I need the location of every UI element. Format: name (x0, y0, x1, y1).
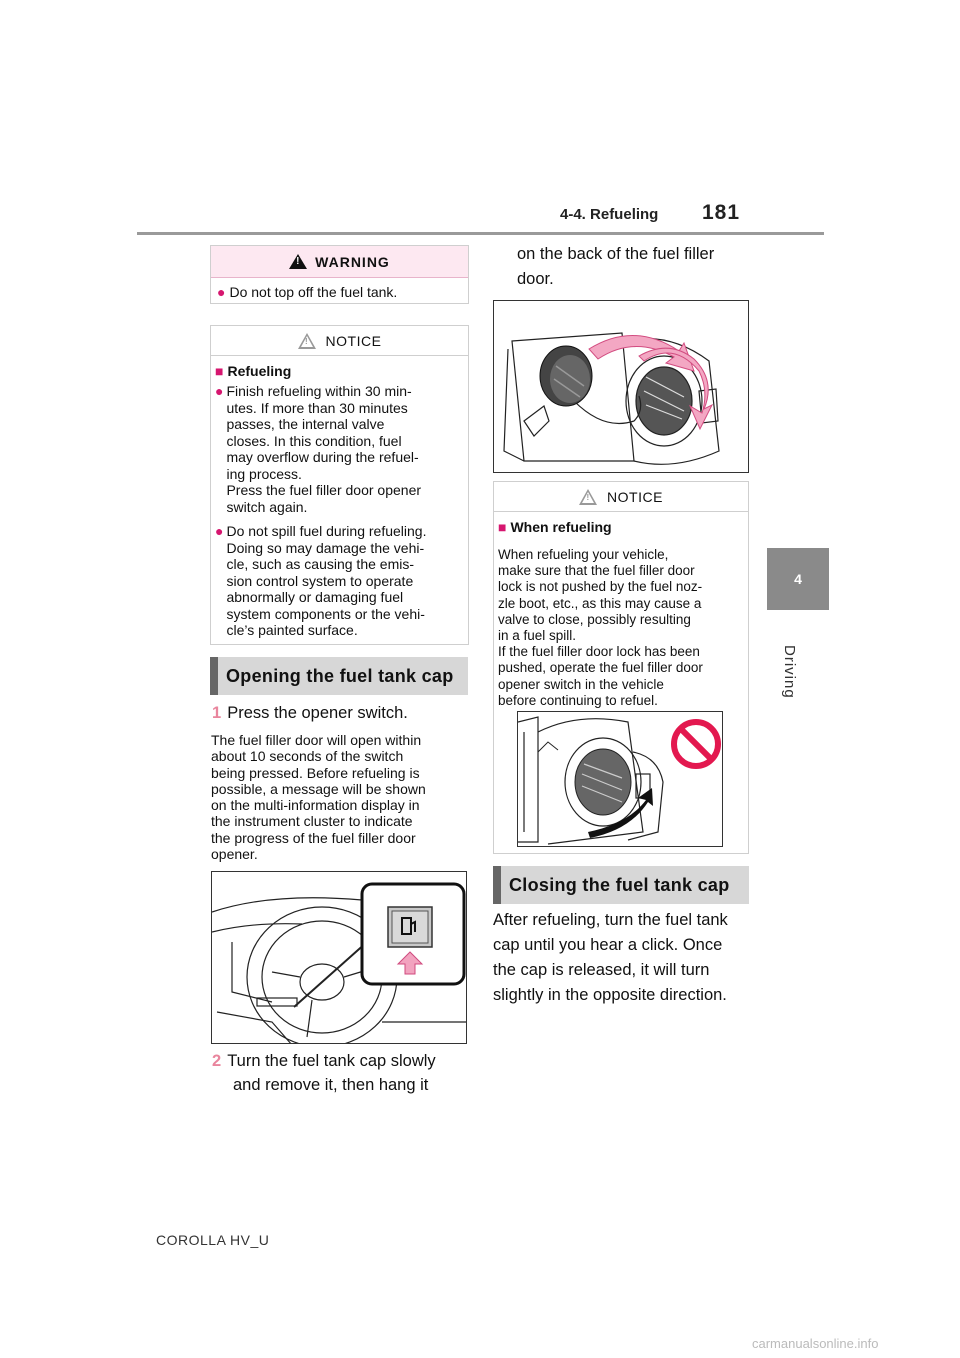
bullet-icon: ● (215, 523, 224, 539)
fuel-cap-hanging-illustration (493, 300, 749, 473)
notice-subheading: ■ Refueling (215, 363, 292, 379)
step-1-detail: The fuel filler door will open within ab… (211, 732, 426, 863)
page-number: 181 (702, 201, 741, 224)
notice-header: NOTICE (211, 326, 468, 356)
closing-instructions: After refueling, turn the fuel tank cap … (493, 911, 728, 1004)
fuel-door-lock-prohibited-illustration (517, 711, 723, 847)
step-2-continued: on the back of the fuel filler door. (517, 245, 715, 288)
square-bullet-icon: ■ (215, 363, 224, 379)
caution-icon (297, 332, 316, 349)
notice-box-refueling: NOTICE ■ Refueling ● Finish refueling wi… (210, 325, 469, 645)
warning-title: WARNING (315, 253, 390, 270)
caution-icon (579, 488, 598, 505)
warning-item: ● Do not top off the fuel tank. (217, 284, 398, 300)
footer-model: COROLLA HV_U (156, 1232, 270, 1248)
chapter-label: Driving (781, 645, 798, 699)
square-bullet-icon: ■ (498, 519, 507, 535)
header-divider (137, 232, 824, 235)
dashboard-opener-illustration (211, 871, 467, 1044)
warning-icon (289, 254, 308, 269)
notice-body: When refueling your vehicle, make sure t… (498, 547, 703, 708)
watermark: carmanualsonline.info (752, 1336, 879, 1351)
notice-title: NOTICE (607, 488, 663, 505)
warning-header: WARNING (211, 246, 468, 278)
section-heading-opening: Opening the fuel tank cap (210, 657, 468, 695)
warning-box: WARNING ● Do not top off the fuel tank. (210, 245, 469, 304)
section-title: 4-4. Refueling (560, 206, 659, 223)
bullet-icon: ● (217, 284, 226, 300)
chapter-tab: 4 (767, 548, 829, 610)
notice-title: NOTICE (325, 332, 382, 349)
notice-header: NOTICE (494, 482, 748, 512)
notice-subheading: ■ When refueling (498, 519, 612, 535)
notice-item: ● Finish refueling within 30 min- utes. … (215, 383, 422, 515)
notice-item: ● Do not spill fuel during refueling. Do… (215, 523, 427, 638)
section-heading-closing: Closing the fuel tank cap (493, 866, 749, 904)
bullet-icon: ● (215, 383, 224, 399)
